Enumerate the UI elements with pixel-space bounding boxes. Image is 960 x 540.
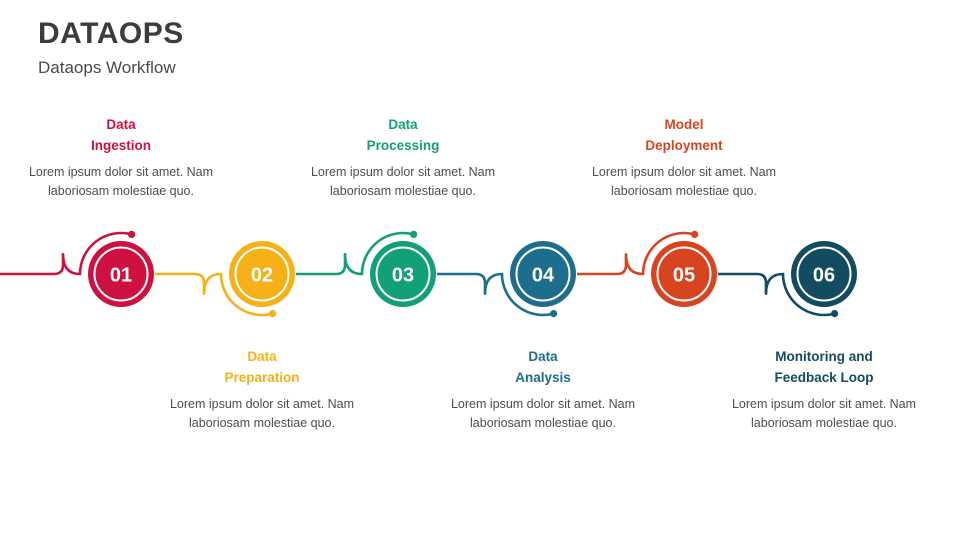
step-number-06: 06 xyxy=(813,265,835,287)
slide-header: DATAOPS Dataops Workflow xyxy=(38,16,538,80)
step-markers-layer: 01 02 03 04 05 06 xyxy=(88,241,857,307)
arc-end-dot-02 xyxy=(269,310,277,318)
step-heading-01: Data Ingestion xyxy=(91,117,151,153)
step-circle-02[interactable] xyxy=(229,241,295,307)
decorative-arcs-layer xyxy=(61,230,839,318)
accent-arc-02 xyxy=(202,272,274,317)
connector-line-01 xyxy=(0,254,65,276)
connector-line-03 xyxy=(296,254,347,276)
step-body-01: Lorem ipsum dolor sit amet. Nam laborios… xyxy=(28,165,214,198)
accent-arc-01 xyxy=(61,231,133,276)
step-circle-01[interactable] xyxy=(88,241,154,307)
accent-arc-04 xyxy=(483,272,555,317)
step-circle-03[interactable] xyxy=(370,241,436,307)
step-circle-inner-ring-05 xyxy=(656,246,712,302)
step-number-04: 04 xyxy=(532,265,555,287)
step-circle-inner-ring-02 xyxy=(234,246,290,302)
step-heading-06: Monitoring and Feedback Loop xyxy=(774,349,874,385)
connector-line-05 xyxy=(577,254,628,276)
accent-arc-06 xyxy=(764,272,836,317)
step-body-06: Lorem ipsum dolor sit amet. Nam laborios… xyxy=(731,397,917,430)
arc-end-dot-04 xyxy=(550,310,558,318)
page-subtitle: Dataops Workflow xyxy=(38,58,176,77)
step-circle-inner-ring-04 xyxy=(515,246,571,302)
step-body-05: Lorem ipsum dolor sit amet. Nam laborios… xyxy=(591,165,777,198)
step-number-01: 01 xyxy=(110,265,132,287)
step-circle-inner-ring-03 xyxy=(375,246,431,302)
connector-line-02 xyxy=(155,272,206,294)
connector-line-04 xyxy=(437,272,487,294)
step-heading-03: Data Processing xyxy=(366,117,440,153)
step-number-05: 05 xyxy=(673,265,695,287)
step-circle-inner-ring-06 xyxy=(796,246,852,302)
step-circle-inner-ring-01 xyxy=(93,246,149,302)
page-title: DATAOPS xyxy=(38,17,184,50)
step-circle-05[interactable] xyxy=(651,241,717,307)
step-body-02: Lorem ipsum dolor sit amet. Nam laborios… xyxy=(169,397,355,430)
step-heading-02: Data Preparation xyxy=(224,349,300,385)
step-heading-04: Data Analysis xyxy=(515,349,571,385)
step-heading-05: Model Deployment xyxy=(645,117,723,153)
accent-arc-03 xyxy=(343,231,415,276)
step-body-04: Lorem ipsum dolor sit amet. Nam laborios… xyxy=(450,397,636,430)
arc-end-dot-03 xyxy=(410,230,418,238)
accent-arc-05 xyxy=(624,231,696,276)
arc-end-dot-06 xyxy=(831,310,839,318)
step-number-03: 03 xyxy=(392,265,414,287)
step-circle-06[interactable] xyxy=(791,241,857,307)
step-circle-04[interactable] xyxy=(510,241,576,307)
connector-line-06 xyxy=(718,272,768,294)
arc-end-dot-05 xyxy=(691,230,699,238)
connector-lines-layer xyxy=(0,254,768,294)
step-body-03: Lorem ipsum dolor sit amet. Nam laborios… xyxy=(310,165,496,198)
arc-end-dot-01 xyxy=(128,230,136,238)
step-number-02: 02 xyxy=(251,265,273,287)
